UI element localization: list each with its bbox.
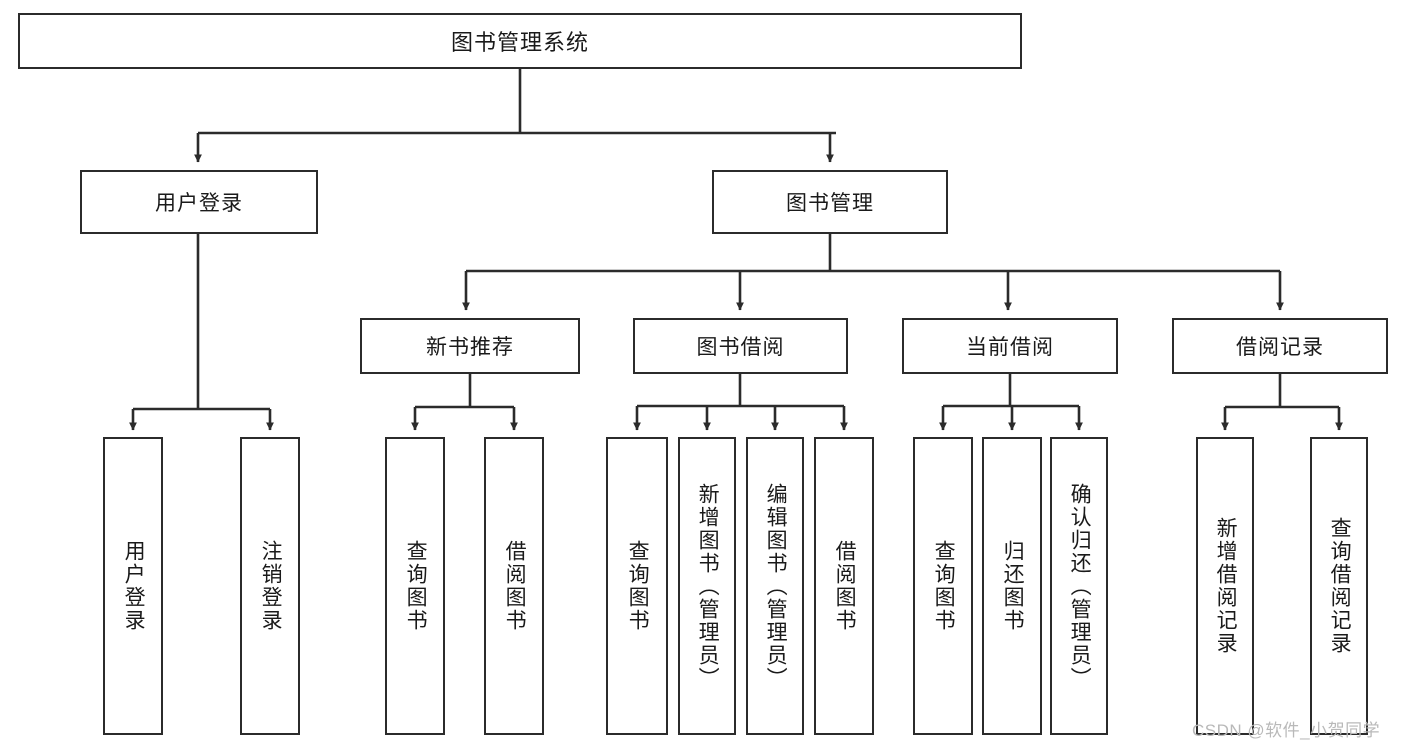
watermark: CSDN @软件_小贺同学 bbox=[1192, 721, 1381, 740]
node-leaf-query-borrow-record[interactable]: 查询借阅记录 bbox=[1310, 437, 1368, 735]
node-current-borrow[interactable]: 当前借阅 bbox=[902, 318, 1118, 374]
node-leaf-add-borrow-record-label: 新增借阅记录 bbox=[1214, 517, 1238, 655]
node-leaf-user-login[interactable]: 用户登录 bbox=[103, 437, 163, 735]
node-leaf-return-book-label: 归还图书 bbox=[1001, 540, 1025, 632]
node-leaf-query-book-borrow-label: 查询图书 bbox=[626, 540, 650, 632]
node-borrow-record[interactable]: 借阅记录 bbox=[1172, 318, 1388, 374]
node-current-borrow-label: 当前借阅 bbox=[966, 336, 1054, 359]
node-leaf-add-borrow-record[interactable]: 新增借阅记录 bbox=[1196, 437, 1254, 735]
node-leaf-query-book-recommend[interactable]: 查询图书 bbox=[385, 437, 445, 735]
node-user-login-label: 用户登录 bbox=[155, 192, 243, 215]
node-book-management[interactable]: 图书管理 bbox=[712, 170, 948, 234]
node-leaf-add-book-admin-label: 新增图书（管理员） bbox=[696, 482, 720, 690]
node-leaf-borrow-book-label: 借阅图书 bbox=[833, 540, 857, 632]
node-user-login[interactable]: 用户登录 bbox=[80, 170, 318, 234]
node-leaf-edit-book-admin[interactable]: 编辑图书（管理员） bbox=[746, 437, 804, 735]
node-book-management-label: 图书管理 bbox=[786, 192, 874, 215]
node-leaf-query-book-current-label: 查询图书 bbox=[932, 540, 956, 632]
node-leaf-confirm-return-admin[interactable]: 确认归还（管理员） bbox=[1050, 437, 1108, 735]
node-leaf-logout-login[interactable]: 注销登录 bbox=[240, 437, 300, 735]
node-leaf-logout-login-label: 注销登录 bbox=[259, 540, 283, 632]
node-root[interactable]: 图书管理系统 bbox=[18, 13, 1022, 69]
node-leaf-add-book-admin[interactable]: 新增图书（管理员） bbox=[678, 437, 736, 735]
node-leaf-query-book-recommend-label: 查询图书 bbox=[404, 540, 428, 632]
node-leaf-user-login-label: 用户登录 bbox=[122, 540, 146, 632]
node-new-book-recommend-label: 新书推荐 bbox=[426, 336, 514, 359]
node-book-borrow-label: 图书借阅 bbox=[696, 336, 785, 359]
node-leaf-borrow-book-recommend-label: 借阅图书 bbox=[503, 540, 527, 632]
node-leaf-query-borrow-record-label: 查询借阅记录 bbox=[1328, 517, 1352, 655]
node-leaf-borrow-book[interactable]: 借阅图书 bbox=[814, 437, 874, 735]
node-leaf-query-book-borrow[interactable]: 查询图书 bbox=[606, 437, 668, 735]
node-leaf-borrow-book-recommend[interactable]: 借阅图书 bbox=[484, 437, 544, 735]
node-leaf-edit-book-admin-label: 编辑图书（管理员） bbox=[764, 482, 788, 690]
node-borrow-record-label: 借阅记录 bbox=[1236, 336, 1324, 359]
node-leaf-confirm-return-admin-label: 确认归还（管理员） bbox=[1068, 482, 1092, 690]
node-root-label: 图书管理系统 bbox=[450, 30, 589, 55]
node-new-book-recommend[interactable]: 新书推荐 bbox=[360, 318, 580, 374]
node-leaf-return-book[interactable]: 归还图书 bbox=[982, 437, 1042, 735]
node-leaf-query-book-current[interactable]: 查询图书 bbox=[913, 437, 973, 735]
node-book-borrow[interactable]: 图书借阅 bbox=[633, 318, 848, 374]
